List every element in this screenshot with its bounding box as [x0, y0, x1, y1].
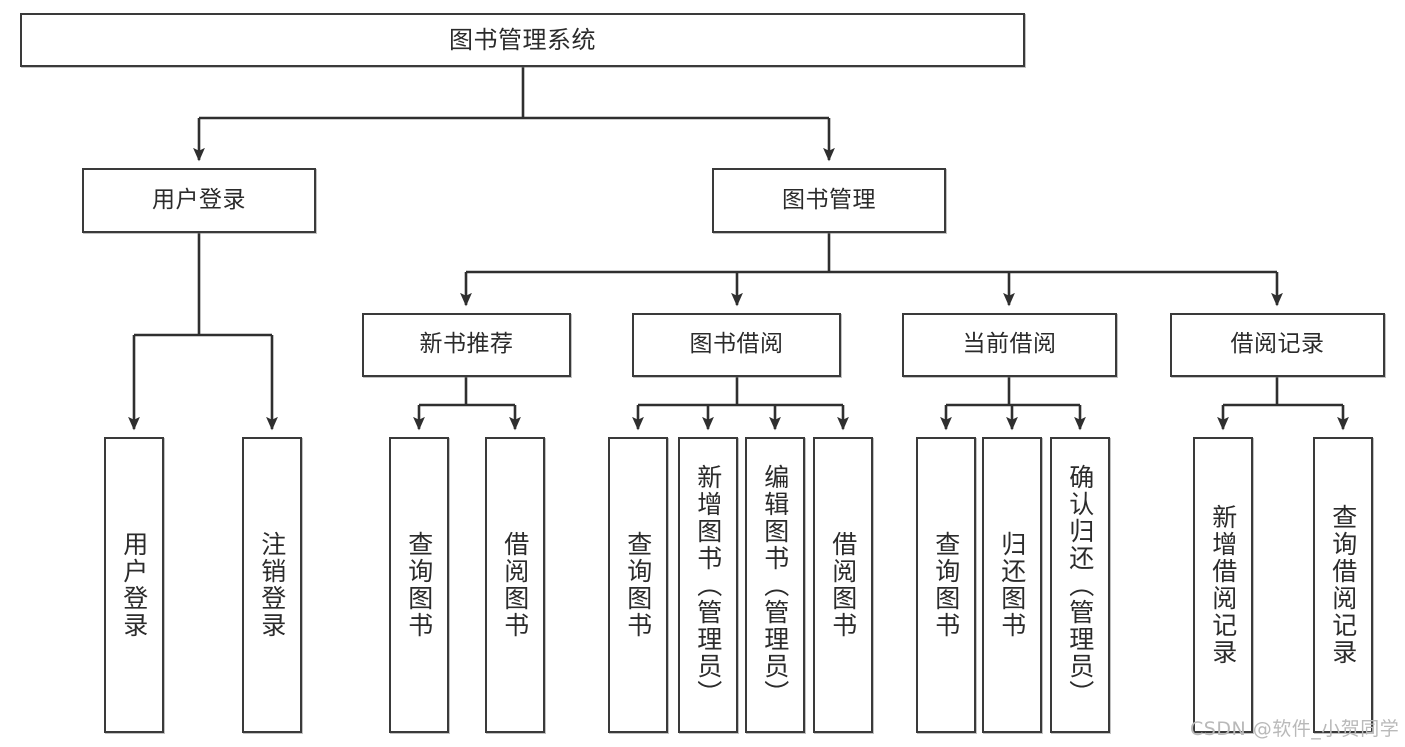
leaf-query-borrow-record-label: 查询借阅记录 [1328, 504, 1358, 666]
leaf-edit-book-label: 编辑图书（管理员） [760, 463, 790, 707]
leaf-user-login[interactable]: 用户登录 [104, 437, 164, 733]
node-book-borrow[interactable]: 图书借阅 [632, 313, 841, 377]
leaf-logout-label: 注销登录 [257, 531, 287, 639]
leaf-query-book-3[interactable]: 查询图书 [916, 437, 976, 733]
leaf-edit-book[interactable]: 编辑图书（管理员） [745, 437, 805, 733]
leaf-query-book-2[interactable]: 查询图书 [608, 437, 668, 733]
node-current-borrow-label: 当前借阅 [962, 331, 1057, 358]
node-new-book-recommend[interactable]: 新书推荐 [362, 313, 571, 377]
node-book-management-label: 图书管理 [782, 186, 876, 213]
node-user-login-label: 用户登录 [152, 186, 246, 213]
leaf-query-book-3-label: 查询图书 [931, 531, 961, 639]
leaf-borrow-book-1[interactable]: 借阅图书 [485, 437, 545, 733]
leaf-query-book-2-label: 查询图书 [623, 531, 653, 639]
leaf-add-borrow-record-label: 新增借阅记录 [1208, 504, 1238, 666]
leaf-borrow-book-2[interactable]: 借阅图书 [813, 437, 873, 733]
node-current-borrow[interactable]: 当前借阅 [902, 313, 1117, 377]
node-book-borrow-label: 图书借阅 [689, 331, 784, 358]
leaf-return-book-label: 归还图书 [997, 531, 1027, 639]
leaf-add-borrow-record[interactable]: 新增借阅记录 [1193, 437, 1253, 733]
leaf-add-book[interactable]: 新增图书（管理员） [678, 437, 738, 733]
leaf-user-login-label: 用户登录 [119, 531, 149, 639]
leaf-confirm-return[interactable]: 确认归还（管理员） [1050, 437, 1110, 733]
leaf-borrow-book-1-label: 借阅图书 [500, 531, 530, 639]
node-borrow-record[interactable]: 借阅记录 [1170, 313, 1385, 377]
leaf-confirm-return-label: 确认归还（管理员） [1065, 463, 1095, 707]
leaf-query-book-1-label: 查询图书 [404, 531, 434, 639]
leaf-borrow-book-2-label: 借阅图书 [828, 531, 858, 639]
leaf-return-book[interactable]: 归还图书 [982, 437, 1042, 733]
leaf-query-book-1[interactable]: 查询图书 [389, 437, 449, 733]
node-user-login[interactable]: 用户登录 [82, 168, 316, 233]
node-root[interactable]: 图书管理系统 [20, 13, 1025, 67]
leaf-add-book-label: 新增图书（管理员） [693, 463, 723, 707]
node-borrow-record-label: 借阅记录 [1230, 331, 1325, 358]
node-new-book-recommend-label: 新书推荐 [419, 331, 514, 358]
watermark: CSDN @软件_小贺同学 [1190, 718, 1400, 740]
leaf-logout[interactable]: 注销登录 [242, 437, 302, 733]
node-book-management[interactable]: 图书管理 [712, 168, 946, 233]
leaf-query-borrow-record[interactable]: 查询借阅记录 [1313, 437, 1373, 733]
node-root-label: 图书管理系统 [449, 25, 596, 54]
